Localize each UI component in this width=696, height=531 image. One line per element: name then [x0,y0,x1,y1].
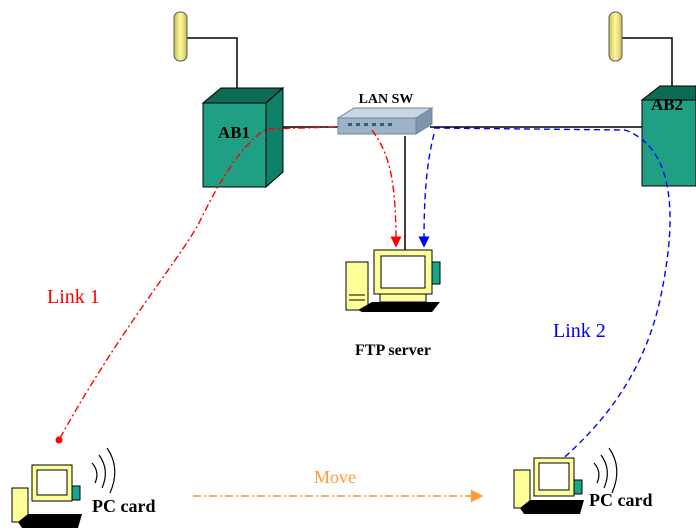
move-label: Move [314,467,356,487]
access-box-ab1: AB1 [201,86,285,189]
radio-waves-icon [593,447,618,494]
access-box-ab2: AB2 [640,85,696,187]
ftp-server-label: FTP server [355,342,431,359]
link2-label: Link 2 [553,320,606,342]
pc-card-left-label: PC card [92,496,155,516]
antenna-icon [608,11,623,62]
link1-to-server-arrow [371,129,402,248]
network-switch-icon [336,107,434,135]
link1-label: Link 1 [47,286,100,308]
pc-card-right-label: PC card [589,490,652,510]
link2-path [433,127,671,471]
link1-endpoint [55,436,63,444]
ab1-label: AB1 [218,123,250,142]
ab1-antenna-wire [182,37,238,102]
laptop-computer-icon [513,457,584,514]
link2-to-server-arrow [418,133,435,248]
antenna-icon [173,11,188,62]
server-computer-icon [345,249,441,312]
lan-sw-label: LAN SW [359,92,414,107]
laptop-computer-icon [11,464,82,528]
radio-waves-icon [91,447,116,494]
link1-path [59,126,337,439]
ab2-antenna-wire [618,37,673,92]
ab2-label: AB2 [651,95,683,114]
